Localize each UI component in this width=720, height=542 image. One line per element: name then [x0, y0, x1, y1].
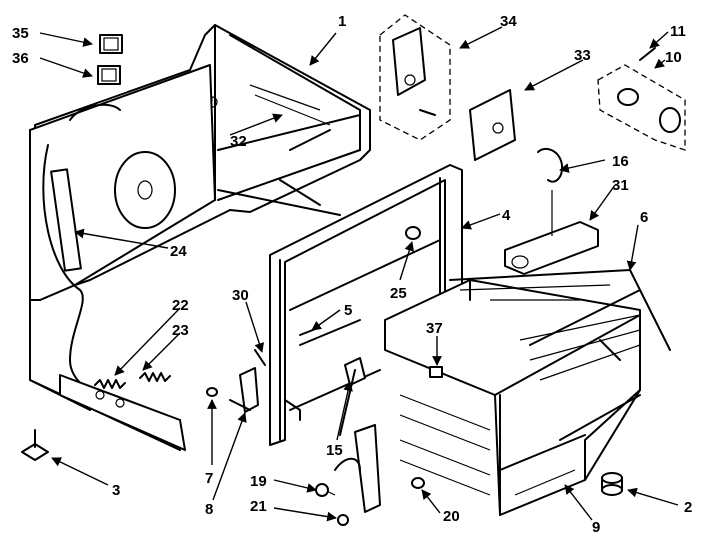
- callout-7: 7: [205, 470, 213, 487]
- callout-22: 22: [172, 297, 189, 314]
- callout-9: 9: [592, 519, 600, 536]
- callout-16: 16: [612, 153, 629, 170]
- callout-30: 30: [232, 287, 249, 304]
- spring-22: [94, 379, 126, 389]
- leader-lines: [39, 26, 679, 522]
- light-switch-group: [597, 47, 686, 151]
- screw-5: [299, 327, 319, 336]
- callout-20: 20: [443, 508, 460, 525]
- clip-36: [97, 65, 121, 85]
- callout-5: 5: [344, 302, 352, 319]
- oven-rack: [449, 269, 671, 351]
- callout-34: 34: [500, 13, 517, 30]
- callout-15: 15: [326, 442, 343, 459]
- callout-8: 8: [205, 501, 213, 518]
- leveling-leg-2: [601, 472, 623, 496]
- callout-10: 10: [665, 49, 682, 66]
- center-bracket: [339, 357, 366, 436]
- callout-3: 3: [112, 482, 120, 499]
- callout-35: 35: [12, 25, 29, 42]
- callout-32: 32: [230, 133, 247, 150]
- callout-6: 6: [640, 209, 648, 226]
- screw-7: [206, 387, 218, 397]
- oven-cavity: [384, 279, 641, 516]
- spring-23: [139, 372, 171, 382]
- screw-25: [405, 226, 421, 240]
- front-frame: [269, 164, 463, 446]
- callout-31: 31: [612, 177, 629, 194]
- hinge-bracket: [229, 367, 259, 413]
- callout-2: 2: [684, 499, 692, 516]
- callout-23: 23: [172, 322, 189, 339]
- door-latch-group: [379, 14, 451, 141]
- vent-hose: [537, 147, 564, 183]
- callout-24: 24: [170, 243, 187, 260]
- callout-36: 36: [12, 50, 29, 67]
- broil-element-bracket: [504, 190, 599, 275]
- tube-32: [289, 129, 331, 151]
- screw-30: [254, 349, 266, 366]
- screw-20: [411, 477, 425, 489]
- base-plate: [59, 374, 186, 451]
- leveling-leg-3: [21, 429, 49, 461]
- bracket-plate: [469, 89, 516, 161]
- callout-labels: 1 34 11 10 33 35 36 32 16 31 6 4 24 25 2…: [12, 13, 692, 536]
- callout-11: 11: [670, 23, 686, 40]
- latch-assembly: [315, 424, 381, 526]
- callout-19: 19: [250, 473, 267, 490]
- clip-37: [429, 366, 443, 378]
- callout-21: 21: [250, 498, 267, 515]
- callout-4: 4: [502, 207, 511, 224]
- clip-35: [99, 34, 123, 54]
- callout-33: 33: [574, 47, 591, 64]
- callout-1: 1: [338, 13, 346, 30]
- callout-25: 25: [390, 285, 407, 302]
- callout-37: 37: [426, 320, 443, 337]
